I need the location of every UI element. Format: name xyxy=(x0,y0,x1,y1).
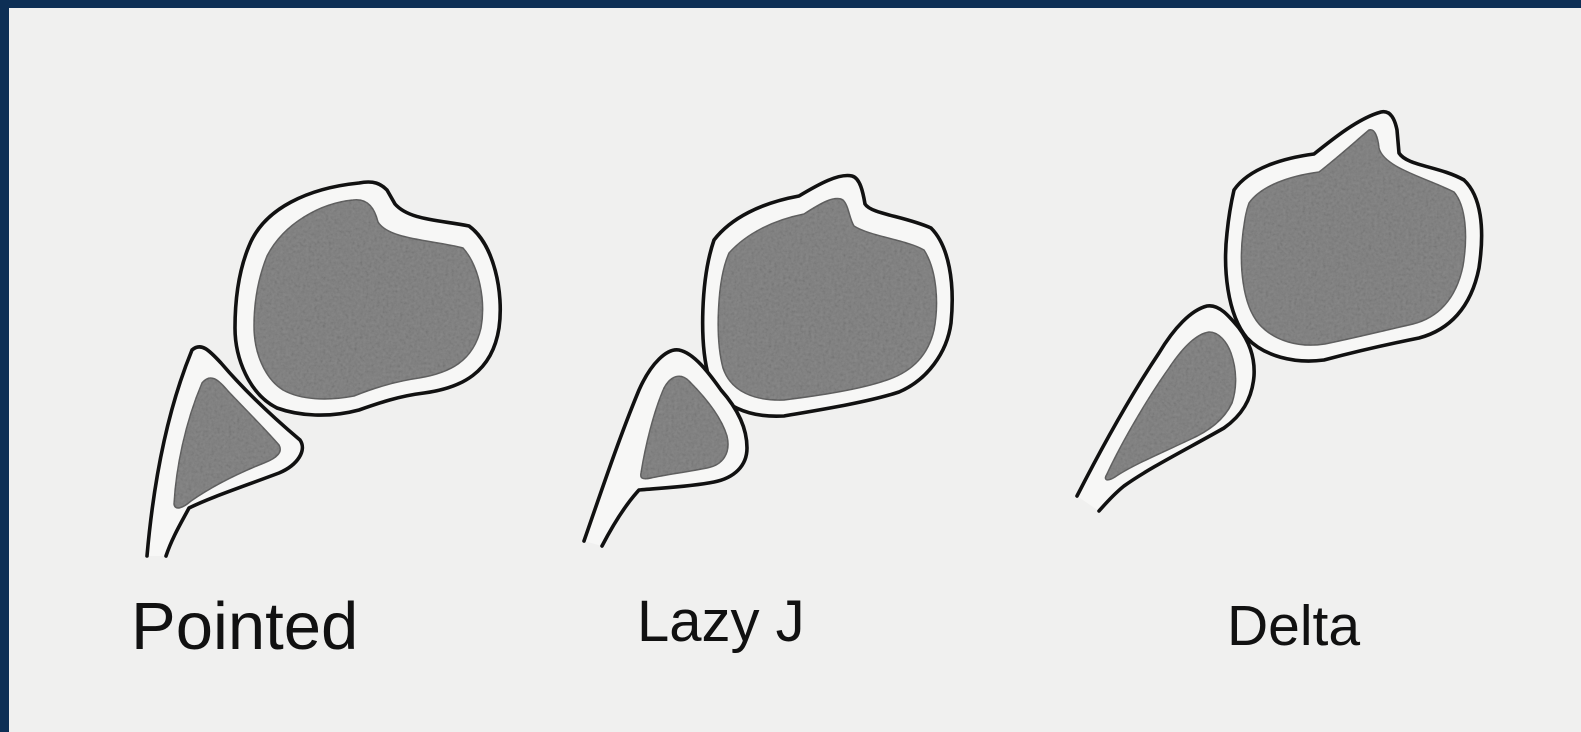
pointed-label: Pointed xyxy=(131,593,358,660)
delta-specimen xyxy=(1077,112,1482,511)
pointed-specimen xyxy=(147,182,500,556)
delta-label: Delta xyxy=(1227,598,1360,655)
figure-paper: Pointed Lazy J Delta xyxy=(9,8,1581,732)
lazy-j-label: Lazy J xyxy=(637,593,805,651)
lazy-j-specimen xyxy=(584,176,952,546)
